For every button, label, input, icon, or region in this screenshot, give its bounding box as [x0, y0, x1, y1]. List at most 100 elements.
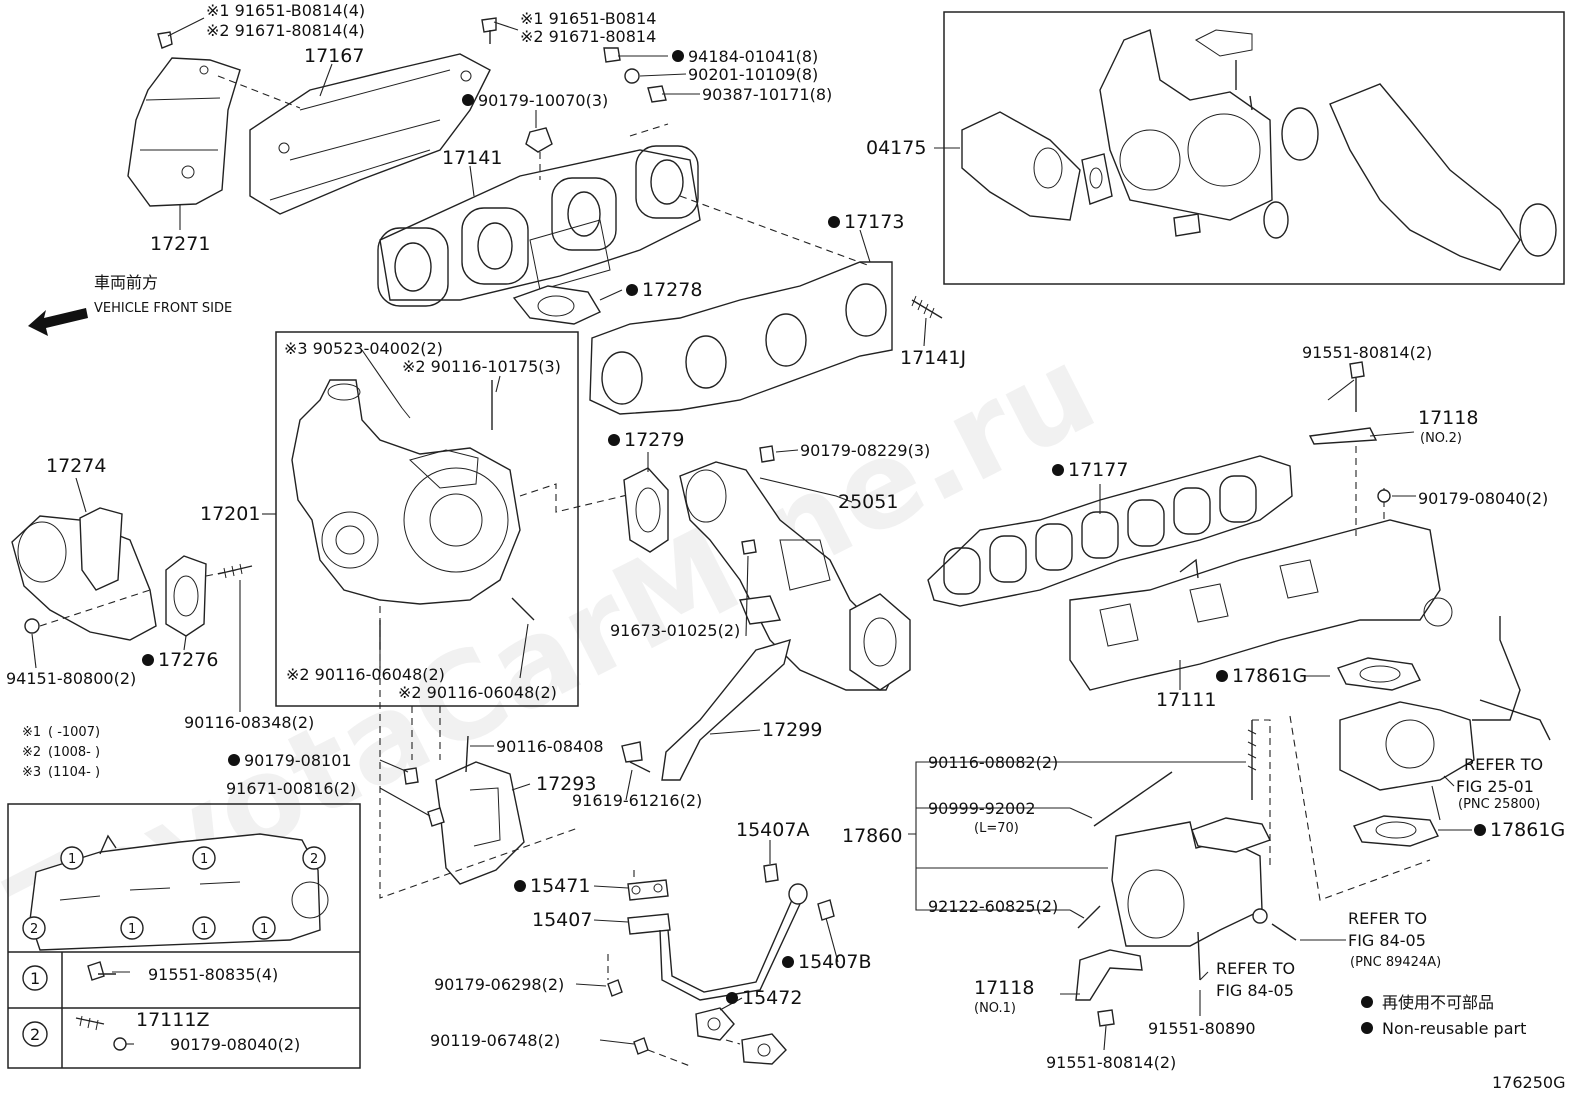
callout-c50: 92122-60825(2) — [928, 897, 1058, 916]
gasket-17861G-bottom — [1353, 815, 1439, 847]
callout-c13: 17173 — [844, 211, 904, 233]
legend-dot — [1361, 1022, 1373, 1034]
callout-c61: 15471 — [530, 875, 590, 897]
callout-c19: 90179-08229(3) — [800, 441, 930, 460]
callout-c23: 17276 — [158, 649, 218, 671]
callout-c65: 15472 — [742, 987, 802, 1009]
inset-markers: 1 1 1 1 2 2 1 — [22, 846, 326, 940]
callout-c20: 25051 — [838, 491, 898, 513]
stay-17118-no2 — [1308, 361, 1378, 445]
note-range-1: ( -1007) — [48, 725, 100, 740]
callout-c31: 90116-08408 — [496, 737, 604, 756]
callout-c22: 17201 — [200, 503, 260, 525]
bolt-91551-80814 — [1097, 1009, 1115, 1027]
callout-c8: 90179-10070(3) — [478, 91, 608, 110]
inset-part: 90179-08040(2) — [170, 1035, 300, 1054]
callout-c27: ※2 90116-06048(2) — [398, 683, 557, 702]
callout-c33: 17293 — [536, 773, 596, 795]
callout-c64: 90179-06298(2) — [434, 975, 564, 994]
direction-jp: 車両前方 — [94, 273, 158, 292]
stay-17293 — [435, 761, 525, 885]
throttle-body-17860 — [1077, 720, 1297, 981]
gasket-17278 — [512, 285, 602, 325]
note-mark-3: ※3 — [22, 765, 41, 780]
inset-manifold — [29, 833, 329, 951]
callout-c2: ※2 91671-80814(4) — [206, 21, 365, 40]
callout-c62: 15407 — [532, 909, 592, 931]
callout-c37: (NO.2) — [1420, 431, 1462, 446]
callout-c60: 15407A — [736, 819, 809, 841]
callout-c63: 15407B — [798, 951, 871, 973]
callout-c43: FIG 25-01 — [1456, 777, 1534, 796]
callout-c41: 17111 — [1156, 689, 1216, 711]
inset-marker: 2 — [30, 922, 38, 937]
gasket-17861G-top — [1337, 657, 1421, 691]
callout-c25: 90116-08348(2) — [184, 713, 314, 732]
callout-c48: (L=70) — [974, 821, 1019, 836]
intake-manifold-17111 — [1069, 519, 1453, 691]
turbo-assembly-box — [275, 331, 579, 707]
kit-04175-illustration — [961, 29, 1557, 271]
callout-c55: FIG 84-05 — [1216, 981, 1294, 1000]
callout-c45: 17861G — [1490, 819, 1565, 841]
callout-c32: 91671-00816(2) — [226, 779, 356, 798]
callout-c28: 91673-01025(2) — [610, 621, 740, 640]
callout-c17: ※2 90116-10175(3) — [402, 357, 561, 376]
small-fasteners-center — [403, 445, 775, 827]
callout-c66: 90119-06748(2) — [430, 1031, 560, 1050]
nut-90179-10070 — [525, 127, 553, 153]
callout-c24: 94151-80800(2) — [6, 669, 136, 688]
callout-c9: 17167 — [304, 45, 364, 67]
inset-marker: 1 — [200, 852, 208, 867]
callout-c59: 91551-80814(2) — [1046, 1053, 1176, 1072]
stay-17118-no1 — [1075, 949, 1143, 1001]
callout-c18: 17279 — [624, 429, 684, 451]
intake-pipe-17274 — [11, 507, 157, 641]
callout-c51: REFER TO — [1348, 909, 1427, 928]
callout-c58: 91551-80890 — [1148, 1019, 1256, 1038]
inset-part: 17111Z — [136, 1009, 209, 1031]
note-mark-2: ※2 — [22, 745, 41, 760]
callout-c4: ※2 91671-80814 — [520, 27, 656, 46]
heat-insulator-17271 — [127, 57, 241, 207]
callout-c56: 17118 — [974, 977, 1034, 999]
legend-jp: 再使用不可部品 — [1382, 993, 1494, 1012]
callout-c35: 91551-80814(2) — [1302, 343, 1432, 362]
stud-90116-08348 — [217, 563, 253, 579]
direction-en: VEHICLE FRONT SIDE — [94, 301, 232, 316]
callout-c12: 04175 — [866, 137, 926, 159]
exhaust-pipe-25051 — [679, 461, 911, 691]
exhaust-gasket-17173 — [589, 261, 893, 415]
serial-notes: ※1 ( -1007) ※2 (1008- ) ※3 (1104- ) — [22, 725, 100, 780]
vehicle-front-arrow — [28, 308, 88, 336]
exhaust-manifold-17141 — [377, 145, 701, 307]
inset-marker: 1 — [68, 852, 76, 867]
callout-c3: ※1 91651-B0814 — [520, 9, 656, 28]
callout-c46: 90116-08082(2) — [928, 753, 1058, 772]
callout-c53: (PNC 89424A) — [1350, 955, 1441, 970]
callout-c36: 17118 — [1418, 407, 1478, 429]
egr-valve-assembly — [1339, 616, 1551, 791]
inset-marker: 1 — [200, 922, 208, 937]
callout-c10: 17141 — [442, 147, 502, 169]
gasket-17276 — [165, 555, 207, 637]
oil-pipe-15407 — [607, 863, 835, 1065]
inset-table-box — [7, 803, 361, 1069]
callout-c40: 17861G — [1232, 665, 1307, 687]
legend-dot — [1361, 996, 1373, 1008]
callout-c15: 17141J — [900, 347, 966, 369]
callout-c29: 17299 — [762, 719, 822, 741]
callout-c34: 91619-61216(2) — [572, 791, 702, 810]
note-mark-1: ※1 — [22, 725, 41, 740]
note-range-3: (1104- ) — [48, 765, 100, 780]
inset-part: 91551-80835(4) — [148, 965, 278, 984]
nut-94151-80800 — [24, 618, 40, 634]
callout-c21: 17274 — [46, 455, 106, 477]
stay-17299 — [661, 595, 791, 781]
inset-marker: 2 — [310, 852, 318, 867]
note-range-2: (1008- ) — [48, 745, 100, 760]
diagram-code: 176250G — [1492, 1073, 1565, 1092]
callout-c47: 90999-92002 — [928, 799, 1036, 818]
nut-90179-08040 — [1377, 489, 1391, 503]
